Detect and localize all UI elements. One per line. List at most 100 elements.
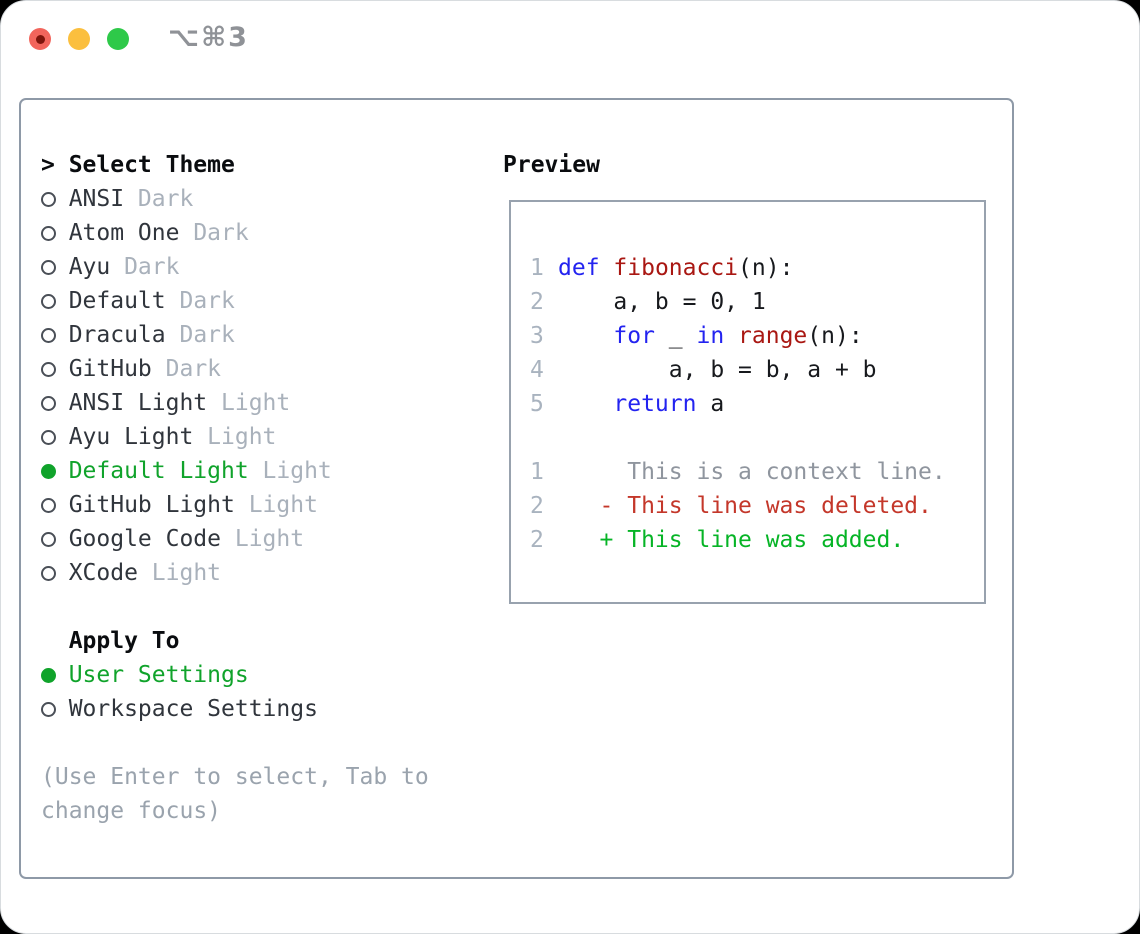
code-token: This is a context line. bbox=[558, 459, 946, 485]
option-label: GitHub Light bbox=[68, 492, 235, 518]
radio-icon bbox=[41, 702, 56, 717]
code-token: return bbox=[613, 391, 697, 417]
option-label: Workspace Settings bbox=[68, 696, 318, 722]
radio-icon bbox=[41, 192, 56, 207]
diff-line: 2 - This line was deleted. bbox=[523, 489, 984, 523]
apply-to-option[interactable]: User Settings bbox=[41, 658, 486, 692]
traffic-lights bbox=[29, 28, 129, 50]
radio-selected-icon bbox=[41, 668, 56, 683]
code-token: fibonacci bbox=[613, 255, 739, 281]
unsaved-indicator-dot bbox=[35, 34, 45, 44]
radio-icon bbox=[41, 396, 56, 411]
option-label: ANSI Light bbox=[68, 390, 208, 416]
variant-tag: Dark bbox=[179, 322, 235, 348]
theme-option[interactable]: Atom One Dark bbox=[41, 216, 486, 250]
keyboard-shortcut-label: ⌥⌘3 bbox=[168, 22, 249, 53]
variant-tag: Light bbox=[262, 458, 332, 484]
variant-tag: Light bbox=[234, 526, 305, 552]
variant-tag: Light bbox=[207, 424, 277, 450]
code-token: - This line was deleted. bbox=[558, 493, 932, 519]
code-token: a bbox=[696, 391, 725, 417]
option-label: Ayu bbox=[68, 254, 111, 280]
code-line: 2 a, b = 0, 1 bbox=[523, 285, 984, 319]
line-number: 2 bbox=[530, 493, 544, 519]
line-number bbox=[523, 557, 558, 591]
zoom-button[interactable] bbox=[107, 28, 129, 50]
spacer bbox=[41, 590, 486, 624]
option-label: Default bbox=[68, 288, 166, 314]
variant-tag: Light bbox=[151, 560, 222, 586]
theme-option[interactable]: Dracula Dark bbox=[41, 318, 486, 352]
line-number bbox=[523, 421, 558, 455]
theme-option[interactable]: ANSI Dark bbox=[41, 182, 486, 216]
close-button[interactable] bbox=[29, 28, 51, 50]
focus-caret-icon: > bbox=[41, 152, 55, 178]
apply-to-title: Apply To bbox=[68, 628, 180, 654]
variant-tag: Dark bbox=[137, 186, 194, 212]
radio-icon bbox=[41, 430, 56, 445]
code-token: _ bbox=[654, 323, 697, 349]
code-token bbox=[558, 387, 613, 421]
code-token: a, b = 0, 1 bbox=[558, 289, 766, 315]
theme-option[interactable]: ANSI Light Light bbox=[41, 386, 486, 420]
radio-icon bbox=[41, 362, 56, 377]
variant-tag: Light bbox=[221, 390, 291, 416]
code-token: + This line was added. bbox=[558, 527, 905, 553]
line-number: 3 bbox=[530, 323, 544, 349]
variant-tag: Dark bbox=[193, 220, 249, 246]
option-label: Atom One bbox=[68, 220, 180, 246]
blank-line bbox=[523, 217, 984, 251]
variant-tag: Dark bbox=[165, 356, 222, 382]
theme-option[interactable]: XCode Light bbox=[41, 556, 486, 590]
diff-line: 2 + This line was added. bbox=[523, 523, 984, 557]
minimize-button[interactable] bbox=[68, 28, 90, 50]
code-token: for bbox=[613, 323, 655, 349]
code-token: (n): bbox=[807, 323, 863, 349]
help-text: (Use Enter to select, Tab to change focu… bbox=[41, 764, 429, 824]
titlebar: ⌥⌘3 bbox=[1, 1, 1139, 98]
option-label: Dracula bbox=[68, 322, 166, 348]
code-token: range bbox=[738, 323, 808, 349]
line-number: 4 bbox=[530, 357, 544, 383]
theme-option[interactable]: Google Code Light bbox=[41, 522, 486, 556]
line-number: 2 bbox=[530, 527, 544, 553]
line-number: 5 bbox=[530, 391, 544, 417]
radio-icon bbox=[41, 498, 56, 513]
theme-list-title: Select Theme bbox=[68, 152, 235, 178]
code-token bbox=[724, 319, 738, 353]
radio-selected-icon bbox=[41, 464, 56, 479]
radio-icon bbox=[41, 260, 56, 275]
code-token: in bbox=[696, 323, 725, 349]
radio-icon bbox=[41, 226, 56, 241]
line-number bbox=[523, 217, 558, 251]
line-number: 1 bbox=[530, 255, 544, 281]
theme-list-header: > Select Theme bbox=[41, 148, 486, 182]
diff-line: 1 This is a context line. bbox=[523, 455, 984, 489]
option-label: Google Code bbox=[68, 526, 222, 552]
apply-to-header: Apply To bbox=[41, 624, 486, 658]
code-token: def bbox=[558, 255, 600, 281]
apply-to-option[interactable]: Workspace Settings bbox=[41, 692, 486, 726]
radio-icon bbox=[41, 566, 56, 581]
code-token bbox=[558, 319, 613, 353]
code-token: (n): bbox=[738, 255, 794, 281]
code-token bbox=[600, 251, 614, 285]
option-label: ANSI bbox=[68, 186, 125, 212]
code-line: 1 def fibonacci(n): bbox=[523, 251, 984, 285]
radio-icon bbox=[41, 328, 56, 343]
option-label: XCode bbox=[68, 560, 138, 586]
blank-line bbox=[523, 421, 984, 455]
blank-line bbox=[523, 557, 984, 591]
